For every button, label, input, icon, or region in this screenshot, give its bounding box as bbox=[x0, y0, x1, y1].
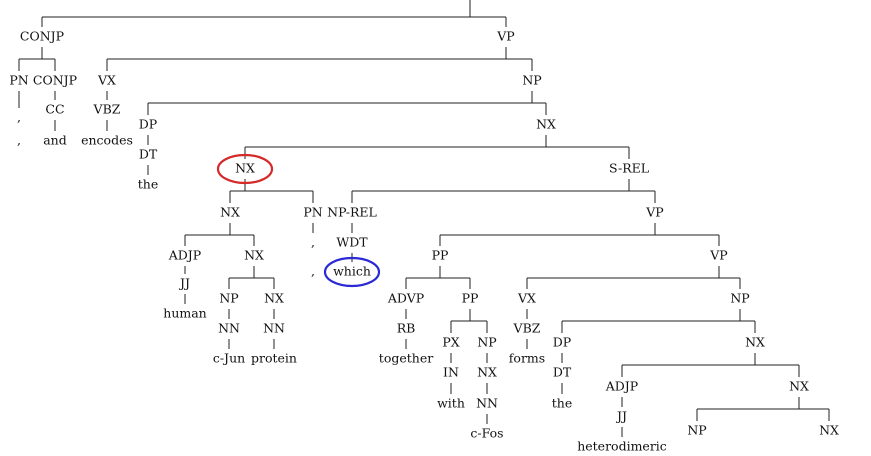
tree-node-srel: S-REL bbox=[609, 161, 649, 176]
tree-node-in: IN bbox=[443, 365, 459, 380]
tree-node-the1: the bbox=[138, 177, 158, 192]
tree-node-np3: NP bbox=[477, 335, 496, 350]
tree-node-hetero: heterodimeric bbox=[577, 439, 667, 454]
tree-node-cjun: c-Jun bbox=[213, 351, 245, 366]
tree-node-the2: the bbox=[552, 396, 572, 411]
tree-node-comma1b: , bbox=[17, 133, 21, 148]
tree-node-together: together bbox=[379, 351, 433, 366]
tree-node-conjp2: CONJP bbox=[33, 73, 77, 88]
tree-node-and: and bbox=[43, 133, 67, 148]
tree-node-vp1: VP bbox=[496, 29, 514, 44]
tree-node-forms: forms bbox=[509, 351, 545, 366]
tree-node-wdt: WDT bbox=[336, 235, 368, 250]
tree-node-nprel: NP-REL bbox=[327, 205, 377, 220]
tree-node-nx2: NX bbox=[235, 161, 255, 176]
tree-node-protein: protein bbox=[251, 351, 297, 366]
tree-node-np5: NP bbox=[687, 423, 706, 438]
tree-node-np1: NP bbox=[522, 73, 541, 88]
tree-node-encodes: encodes bbox=[81, 133, 133, 148]
tree-node-cc: CC bbox=[45, 102, 64, 117]
tree-node-dt2: DT bbox=[553, 365, 572, 380]
tree-node-pp1: PP bbox=[432, 248, 449, 263]
tree-node-pp2: PP bbox=[462, 291, 479, 306]
tree-node-which: which bbox=[333, 264, 371, 279]
tree-node-vp2: VP bbox=[645, 205, 663, 220]
tree-node-comma2b: , bbox=[311, 264, 315, 279]
tree-node-vbz1: VBZ bbox=[93, 102, 121, 117]
tree-node-nx3: NX bbox=[220, 205, 240, 220]
tree-node-with: with bbox=[437, 396, 465, 411]
tree-node-adjp1: ADJP bbox=[168, 248, 201, 263]
tree-node-dp1: DP bbox=[139, 117, 157, 132]
tree-node-nx7: NX bbox=[745, 335, 765, 350]
tree-node-px: PX bbox=[442, 335, 459, 350]
tree-node-vx2: VX bbox=[517, 291, 536, 306]
highlight-ellipse-which bbox=[323, 256, 381, 288]
tree-node-nn2: NN bbox=[263, 321, 285, 336]
tree-node-comma1: , bbox=[17, 110, 21, 125]
highlight-ellipse-nx2 bbox=[216, 153, 274, 185]
highlight-ellipses bbox=[216, 153, 381, 288]
tree-node-adjp2: ADJP bbox=[605, 379, 638, 394]
tree-node-jj2: JJ bbox=[615, 409, 627, 424]
tree-node-nx4: NX bbox=[244, 248, 264, 263]
tree-node-vp3: VP bbox=[709, 248, 727, 263]
tree-node-pn1: PN bbox=[9, 73, 28, 88]
tree-node-nx9: NX bbox=[819, 423, 839, 438]
tree-node-dt1: DT bbox=[139, 147, 158, 162]
tree-node-vbz2: VBZ bbox=[513, 321, 541, 336]
tree-node-pn2: PN bbox=[303, 205, 322, 220]
tree-node-conjp: CONJP bbox=[20, 29, 64, 44]
tree-node-np2: NP bbox=[219, 291, 238, 306]
tree-node-nx6: NX bbox=[477, 365, 497, 380]
tree-node-nn1: NN bbox=[218, 321, 240, 336]
tree-node-nx5: NX bbox=[264, 291, 284, 306]
tree-node-comma2: , bbox=[311, 235, 315, 250]
tree-node-nx8: NX bbox=[789, 379, 809, 394]
tree-node-jj1: JJ bbox=[178, 276, 190, 291]
tree-node-nn3: NN bbox=[476, 396, 498, 411]
tree-node-rb: RB bbox=[397, 321, 416, 336]
tree-node-np4: NP bbox=[730, 291, 749, 306]
tree-node-human: human bbox=[163, 306, 206, 321]
tree-node-vx1: VX bbox=[97, 73, 116, 88]
tree-node-nx1: NX bbox=[536, 117, 556, 132]
tree-node-cfos: c-Fos bbox=[470, 426, 503, 441]
tree-edges bbox=[18, 0, 830, 437]
tree-node-dp2: DP bbox=[553, 335, 571, 350]
tree-node-advp: ADVP bbox=[387, 291, 424, 306]
